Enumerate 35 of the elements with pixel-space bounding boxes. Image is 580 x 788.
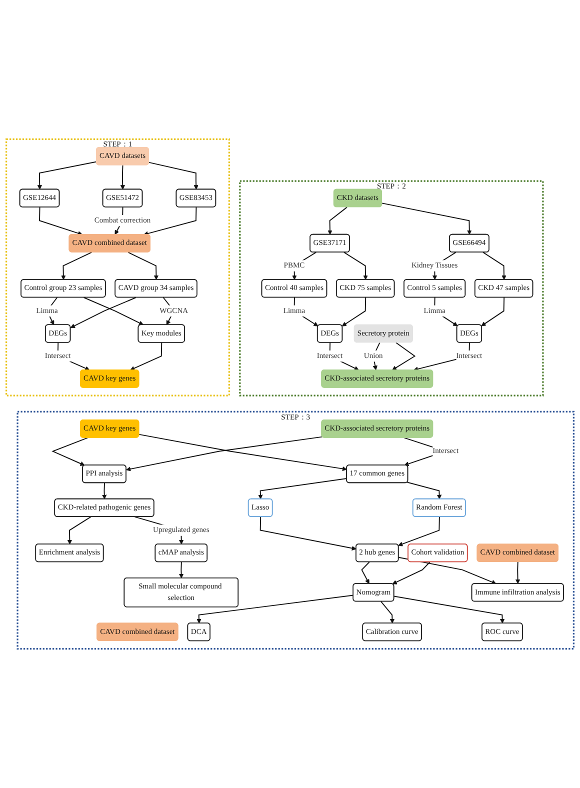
arrow — [260, 516, 356, 551]
arrow — [83, 297, 144, 326]
arrow — [102, 482, 107, 500]
arrow — [394, 596, 505, 624]
arrow — [138, 434, 347, 472]
arrow — [70, 297, 136, 328]
arrow — [148, 162, 198, 190]
arrow — [482, 252, 506, 280]
arrow — [52, 437, 88, 466]
arrow — [398, 516, 440, 546]
arrow — [328, 206, 348, 235]
arrow — [344, 252, 368, 280]
arrow — [380, 601, 395, 624]
arrow — [196, 594, 354, 624]
arrow — [294, 297, 318, 326]
arrow — [515, 562, 520, 584]
arrow — [342, 297, 366, 326]
arrow — [130, 342, 162, 370]
arrow — [361, 562, 370, 584]
arrow — [382, 202, 472, 235]
arrow — [392, 342, 416, 370]
arrow — [120, 164, 125, 190]
arrow — [434, 297, 458, 326]
arrow — [67, 516, 92, 544]
arrow — [144, 206, 197, 236]
arrow — [61, 252, 92, 280]
arrow — [128, 252, 159, 280]
arrow — [406, 482, 442, 500]
arrow — [37, 161, 97, 190]
arrow — [178, 562, 184, 578]
arrow — [481, 297, 505, 326]
arrow — [126, 436, 323, 472]
arrow — [39, 206, 83, 236]
arrow — [258, 478, 348, 500]
arrow — [392, 562, 430, 584]
